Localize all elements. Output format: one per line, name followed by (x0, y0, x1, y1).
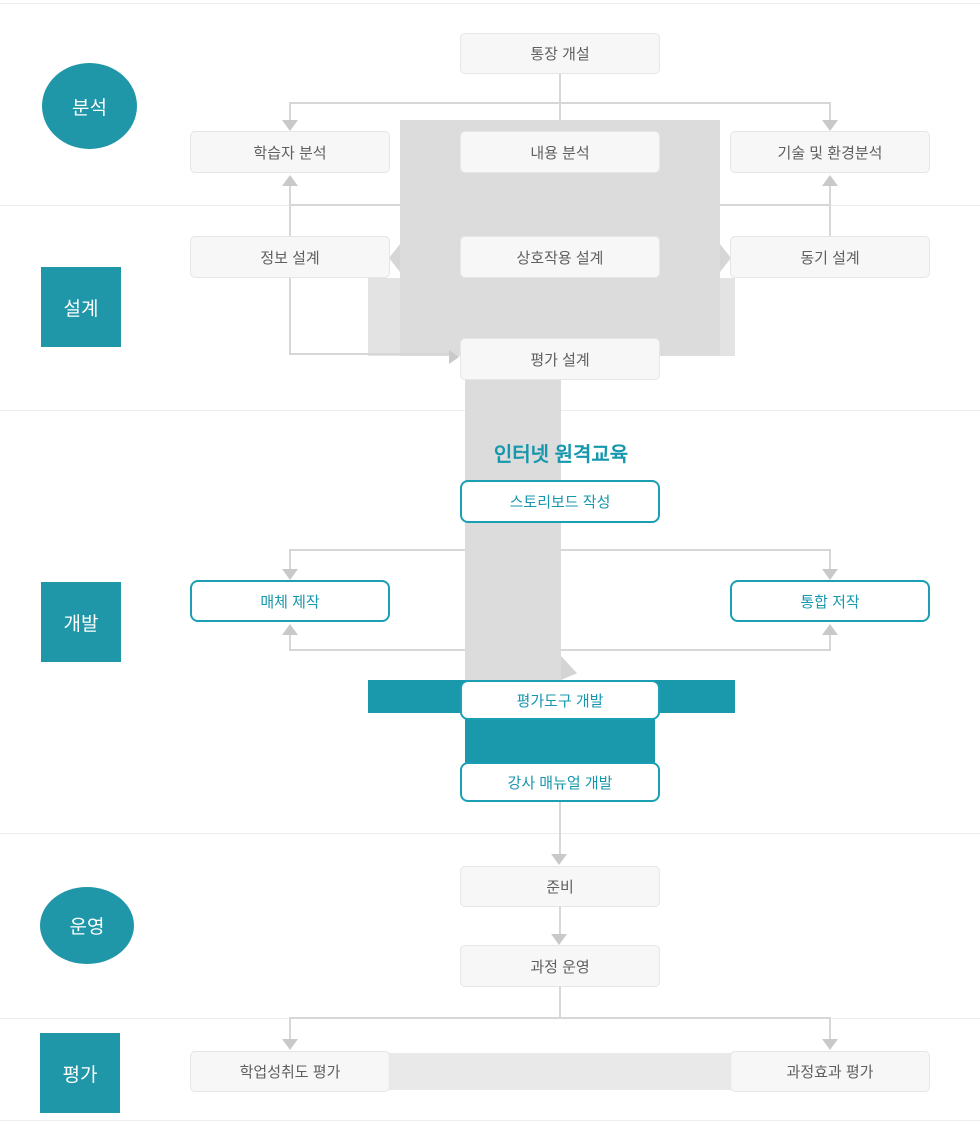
phase-evaluation: 평가 (40, 1033, 120, 1113)
node-account-open: 통장 개설 (460, 33, 660, 74)
node-evaluation-design: 평가 설계 (460, 338, 660, 380)
phase-label: 분석 (72, 97, 107, 119)
phase-label: 평가 (62, 1064, 98, 1086)
connector-line (289, 186, 291, 236)
node-integrated-authoring: 통합 저작 (730, 580, 930, 622)
node-learner-analysis: 학습자 분석 (190, 131, 390, 173)
connector-line (289, 278, 291, 354)
phase-analysis: 분석 (42, 63, 137, 149)
arrow-head-down (822, 1039, 838, 1050)
connector-line (289, 1017, 291, 1039)
teal-connector-block (465, 712, 655, 764)
connector-line (829, 635, 831, 651)
flow-arrow-tip (561, 656, 577, 680)
section-divider (0, 1120, 980, 1121)
section-divider (0, 833, 980, 834)
node-interaction-design: 상호작용 설계 (460, 236, 660, 278)
flow-wing-left (389, 244, 400, 272)
connector-line (289, 635, 291, 651)
arrow-head-down (551, 934, 567, 945)
phase-label: 개발 (63, 613, 99, 635)
arrow-head-up (282, 624, 298, 635)
arrow-head-up (822, 624, 838, 635)
connector-line (289, 353, 449, 355)
node-course-effect-eval: 과정효과 평가 (730, 1051, 930, 1092)
connector-line (829, 549, 831, 571)
arrow-head-up (822, 175, 838, 186)
node-instructor-manual-dev: 강사 매뉴얼 개발 (460, 762, 660, 802)
arrow-head-down (822, 120, 838, 131)
node-tech-env-analysis: 기술 및 환경분석 (730, 131, 930, 173)
arrow-head-down (282, 120, 298, 131)
node-motivation-design: 동기 설계 (730, 236, 930, 278)
connector-line (559, 802, 561, 854)
connector-line (289, 102, 291, 120)
phase-operation: 운영 (40, 887, 134, 964)
section-divider (0, 3, 980, 4)
connector-line (829, 1017, 831, 1039)
arrow-head-down (551, 854, 567, 865)
connector-line (829, 186, 831, 236)
node-course-operation: 과정 운영 (460, 945, 660, 987)
connector-line (289, 1017, 831, 1019)
arrow-head-down (282, 569, 298, 580)
node-eval-tool-dev: 평가도구 개발 (460, 680, 660, 720)
node-storyboard: 스토리보드 작성 (460, 480, 660, 523)
node-achievement-eval: 학업성취도 평가 (190, 1051, 390, 1092)
arrow-head-up (282, 175, 298, 186)
connector-line (829, 102, 831, 120)
flow-wing-right (720, 244, 731, 272)
connector-line (559, 987, 561, 1018)
node-media-production: 매체 제작 (190, 580, 390, 622)
arrow-head-right (449, 350, 459, 364)
phase-label: 설계 (63, 298, 99, 320)
node-preparation: 준비 (460, 866, 660, 907)
phase-design: 설계 (41, 267, 121, 347)
connector-line (289, 102, 831, 104)
node-content-analysis: 내용 분석 (460, 131, 660, 173)
node-info-design: 정보 설계 (190, 236, 390, 278)
phase-development: 개발 (41, 582, 121, 662)
phase-label: 운영 (69, 917, 105, 938)
arrow-head-down (282, 1039, 298, 1050)
arrow-head-down (822, 569, 838, 580)
evaluation-band (380, 1053, 740, 1090)
connector-line (289, 549, 291, 571)
connector-line (559, 907, 561, 934)
center-title: 인터넷 원격교육 (493, 444, 629, 466)
